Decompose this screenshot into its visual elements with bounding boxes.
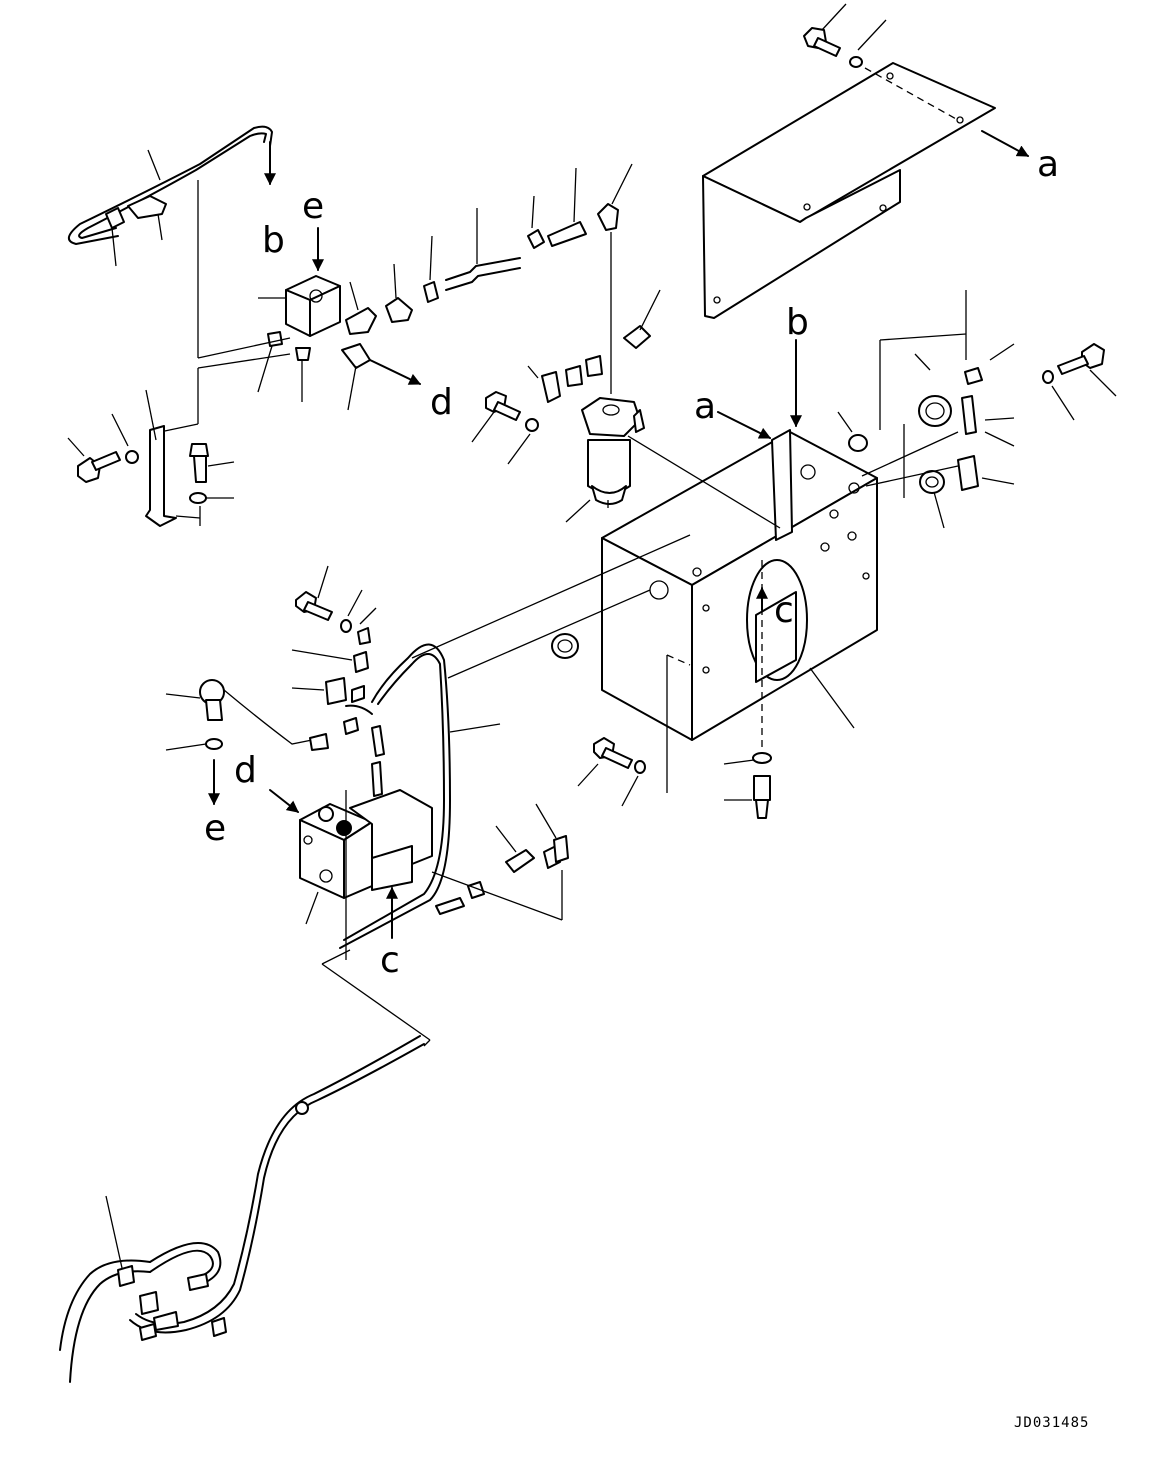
letter-b-valve: b — [262, 220, 285, 261]
letter-c-solenoid: c — [380, 940, 400, 981]
letter-d-solenoid: d — [234, 750, 257, 791]
filter-assembly — [471, 163, 781, 529]
valve-block — [257, 141, 422, 411]
letter-d-valve: d — [430, 382, 453, 423]
letter-a-cover: a — [1037, 144, 1059, 185]
harness-bolt — [295, 565, 363, 633]
letter-e-solenoid: e — [204, 808, 226, 849]
box-grommets — [551, 290, 1015, 659]
drawing-number: JD031485 — [1014, 1415, 1089, 1431]
wiring-harness — [165, 607, 501, 949]
l-bracket — [67, 389, 235, 527]
mounting-box — [601, 339, 878, 793]
solenoid-fittings — [411, 534, 691, 921]
letter-a-box: a — [694, 386, 716, 427]
letter-e-valve: e — [302, 186, 324, 227]
cover-bolt — [803, 3, 887, 68]
fuel-tube-fittings — [345, 167, 587, 335]
side-bolt — [1042, 343, 1117, 421]
letter-c-box: c — [774, 590, 794, 631]
cover-plate — [702, 62, 1030, 319]
main-harness — [59, 949, 431, 1383]
vent-hose — [68, 125, 291, 433]
letter-b-box: b — [786, 302, 809, 343]
box-bottom-bolts — [577, 737, 772, 819]
solenoid-valve — [269, 789, 433, 960]
